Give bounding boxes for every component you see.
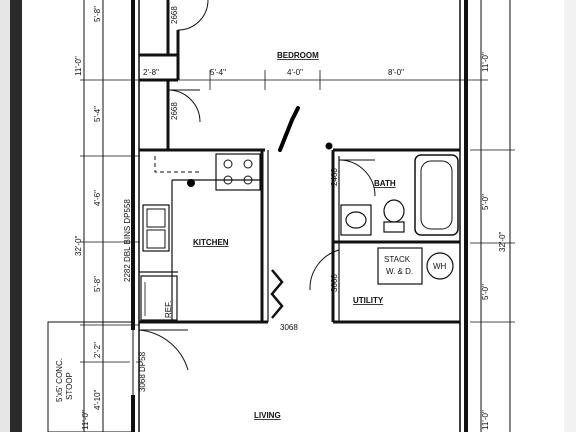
- bathtub: [414, 154, 459, 236]
- dim-closet-width: 2'-8": [143, 68, 159, 77]
- wh-label: WH: [433, 262, 447, 271]
- dim-left-2: 4'-6": [93, 190, 102, 206]
- stoop-label-2: STOOP: [65, 372, 74, 400]
- room-label-bath: BATH: [374, 179, 396, 188]
- dim-left-1: 5'-4": [93, 106, 102, 122]
- hand-mark: [278, 106, 300, 152]
- stack-label: STACK: [384, 255, 411, 264]
- dim-left-top-b: 11'-0": [74, 56, 83, 76]
- wd-label: W. & D.: [386, 267, 413, 276]
- scan-right-edge: [564, 0, 576, 432]
- door-tag-utility: 3068: [330, 274, 339, 292]
- dim-span-3: 8'-0": [388, 68, 404, 77]
- room-label-utility: UTILITY: [353, 296, 384, 305]
- door-tag-bath: 2468: [330, 168, 339, 186]
- door-tag-top: 2668: [170, 6, 179, 24]
- bifold-door: [270, 269, 284, 319]
- room-label-kitchen: KITCHEN: [193, 238, 229, 247]
- scan-shadow-dark: [10, 0, 22, 432]
- stoop-label-1: 5'x5' CONC.: [55, 358, 64, 402]
- dim-left-top-a: 5'-8": [93, 6, 102, 22]
- room-label-bedroom: BEDROOM: [277, 51, 319, 60]
- dim-span-2: 4'-0": [287, 68, 303, 77]
- dim-left-bottom: 11'-0": [81, 410, 90, 430]
- door-tag-closet: 2668: [170, 102, 179, 120]
- hand-mark-dot: [325, 142, 333, 150]
- dbl-bins-label: 2282 DBL BINS DP558: [123, 199, 132, 282]
- sink-bowl: [146, 229, 166, 249]
- door-swing-top: [177, 0, 209, 31]
- burner: [223, 175, 233, 185]
- stove: [215, 153, 261, 191]
- dim-right-1: 5'-0": [481, 194, 490, 210]
- bathtub-inner: [420, 160, 453, 230]
- vanity: [340, 204, 372, 236]
- burner: [243, 159, 253, 169]
- washer-dryer-stack: [377, 247, 423, 285]
- dim-right-2: 5'-0": [481, 284, 490, 300]
- dim-right-bottom: 11'-0": [481, 410, 490, 430]
- dim-right-top: 11'-0": [481, 52, 490, 72]
- door-tag-kitchen: 3068: [280, 323, 298, 332]
- dim-right-total: 32'-0": [498, 231, 507, 252]
- lavatory: [345, 211, 367, 229]
- stoop: [47, 321, 134, 432]
- sink-bowl: [146, 208, 166, 228]
- water-heater: [426, 252, 454, 280]
- dim-stoop-1: 2'-2": [93, 342, 102, 358]
- dim-stoop-2: 4'-10": [93, 389, 102, 410]
- sink: [142, 204, 170, 252]
- hand-mark-dot: [187, 179, 195, 187]
- door-swing-entry: [138, 329, 189, 371]
- burner: [223, 159, 233, 169]
- door-swing-utility: [309, 249, 340, 291]
- upper-cabinet-dashes: [154, 156, 200, 173]
- dim-span-1: 5'-4": [210, 68, 226, 77]
- dim-left-3: 5'-8": [93, 276, 102, 292]
- door-tag-entry: 3068 DP58: [138, 351, 147, 392]
- ref-label: REF.: [164, 301, 173, 318]
- toilet-bowl: [383, 199, 405, 223]
- dim-left-total: 32'-0": [74, 235, 83, 256]
- burner: [243, 175, 253, 185]
- door-swing-bath: [338, 159, 376, 197]
- toilet-tank: [383, 221, 405, 233]
- refrigerator: [140, 275, 178, 321]
- room-label-living: LIVING: [254, 411, 281, 420]
